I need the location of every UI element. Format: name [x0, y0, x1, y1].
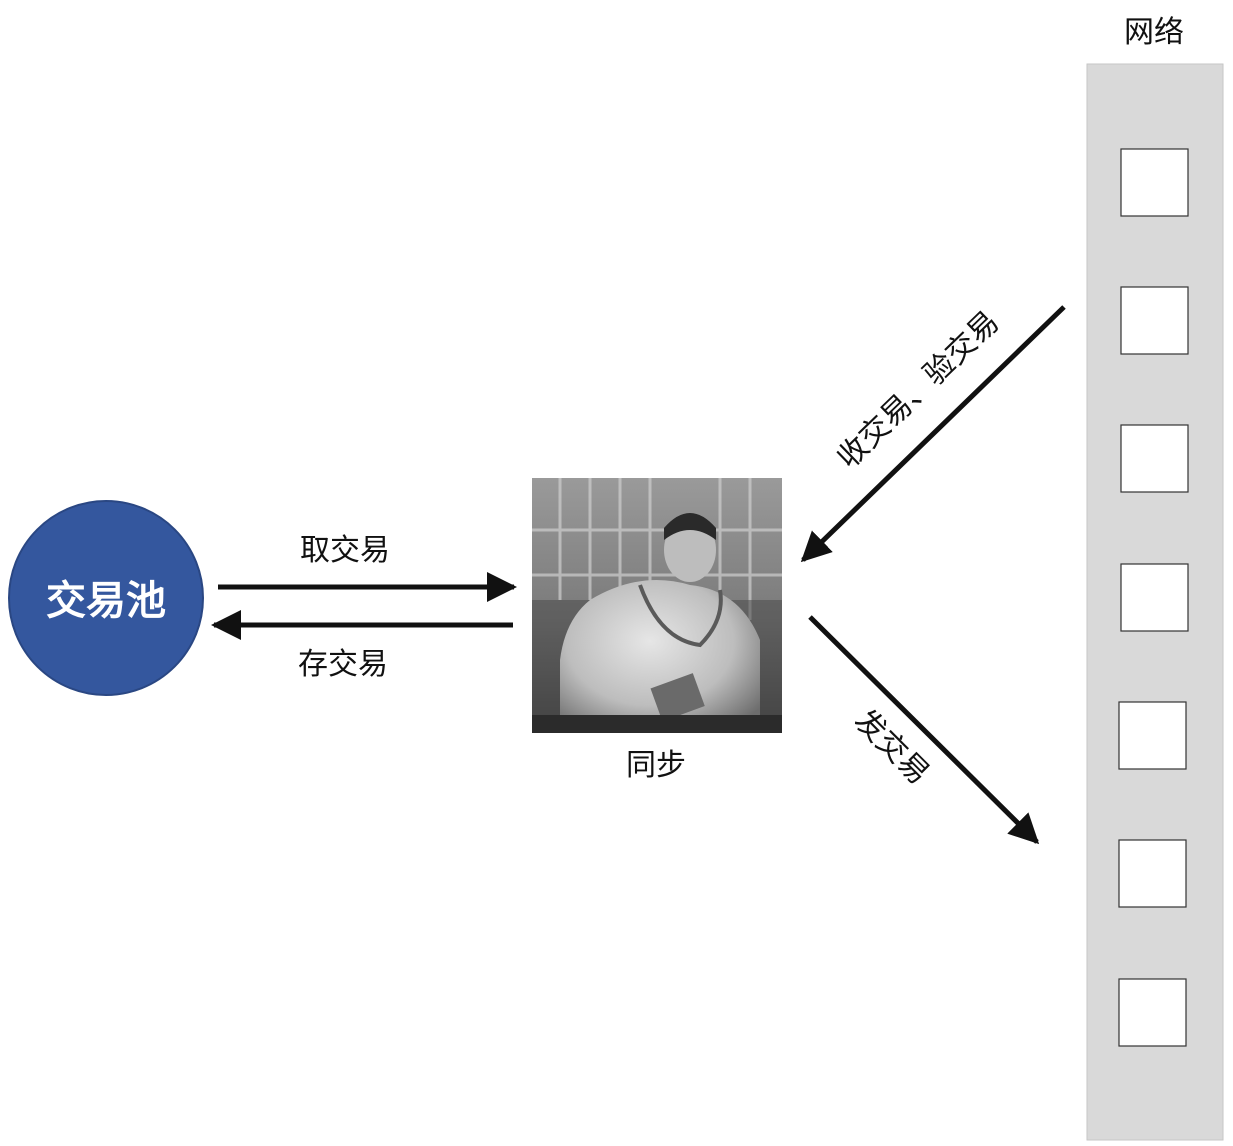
network-node: [1118, 701, 1187, 770]
network-node: [1120, 286, 1189, 355]
network-title: 网络: [1124, 15, 1184, 50]
pool-label: 交易池: [46, 578, 166, 624]
take-transaction-label: 取交易: [300, 533, 390, 568]
receive-transaction-arrow: [800, 305, 1066, 563]
network-node: [1120, 563, 1189, 632]
network-node: [1118, 978, 1187, 1047]
send-transaction-arrow: [808, 615, 1040, 845]
store-transaction-label: 存交易: [298, 647, 388, 682]
sync-photo: [532, 478, 782, 733]
pool-circle: [8, 500, 204, 696]
network-node: [1118, 839, 1187, 908]
network-node: [1120, 148, 1189, 217]
send-transaction-label: 发交易: [848, 703, 936, 791]
sync-label: 同步: [626, 748, 686, 783]
network-nodes: [1118, 148, 1189, 1047]
network-node: [1120, 424, 1189, 493]
transaction-pool: 交易池: [8, 500, 204, 696]
